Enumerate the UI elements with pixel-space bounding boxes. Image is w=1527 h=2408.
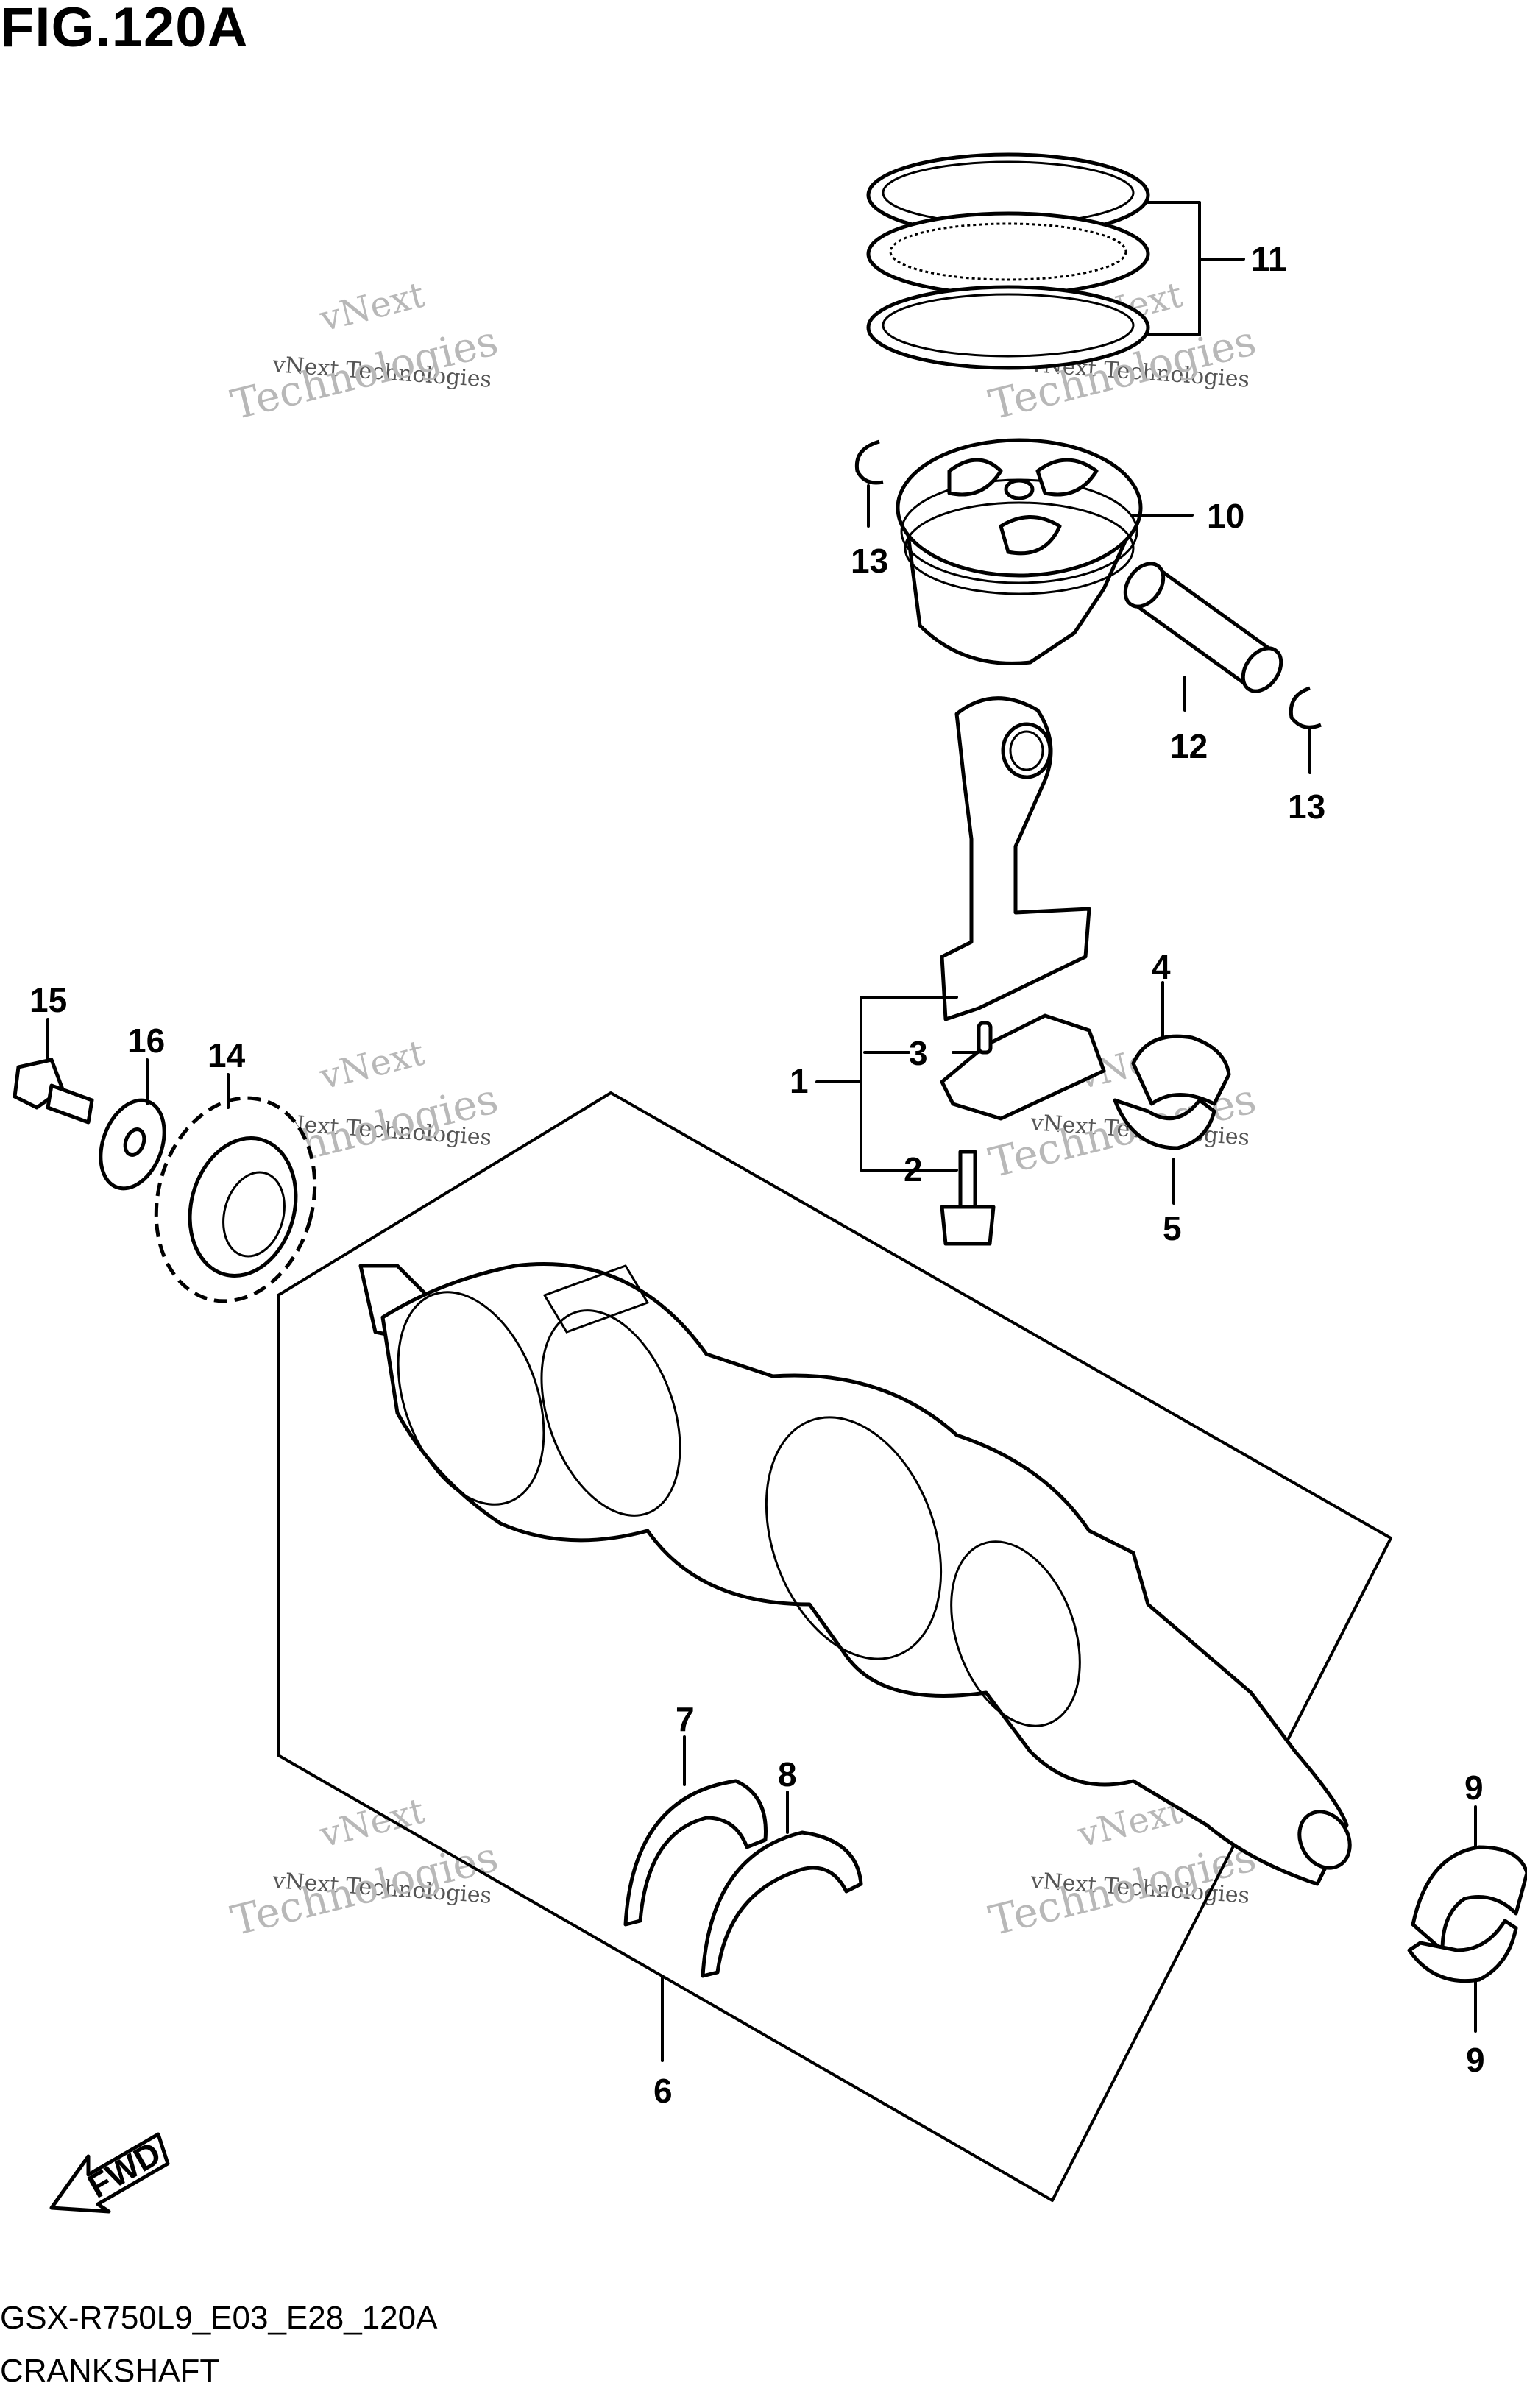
callout-labels: 11 10 13 12 13 1 3 2 4 5 15 16 14 7 8 6 … <box>29 240 1485 2110</box>
callout-9a: 9 <box>1464 1768 1484 1807</box>
piston-pin-illustration <box>1123 562 1283 693</box>
callout-5: 5 <box>1163 1209 1182 1247</box>
callout-13a: 13 <box>851 542 888 580</box>
washer-illustration <box>99 1098 166 1191</box>
callout-10: 10 <box>1207 497 1244 535</box>
callout-1: 1 <box>790 1062 809 1100</box>
thrust-bearings-illustration <box>623 1779 863 1978</box>
callout-11: 11 <box>1251 240 1287 278</box>
connecting-rod-illustration <box>940 696 1106 1121</box>
callout-2: 2 <box>904 1150 923 1189</box>
callout-4: 4 <box>1152 948 1171 986</box>
callout-7: 7 <box>676 1700 695 1738</box>
footer-model-code: GSX-R750L9_E03_E28_120A <box>0 2300 438 2336</box>
watermark-top-left: vNext vNext Technologies Technologies <box>227 274 503 429</box>
fwd-arrow: FWD <box>49 2132 170 2214</box>
figure-title: FIG.120A <box>0 0 249 59</box>
cap-bolt-illustration <box>940 1150 996 1246</box>
bolt-illustration <box>13 1058 94 1125</box>
footer-section-name: CRANKSHAFT <box>0 2353 220 2389</box>
callout-8: 8 <box>778 1755 797 1793</box>
crankshaft-assembly-box <box>277 1091 1392 2202</box>
watermark-line1: vNext <box>315 1032 428 1097</box>
sprocket-illustration <box>154 1096 317 1303</box>
watermark-line3: Technologies <box>227 317 503 430</box>
callout-12: 12 <box>1170 727 1208 765</box>
main-bearing-illustration <box>1407 1845 1527 1983</box>
callout-16: 16 <box>127 1021 165 1060</box>
piston-rings-illustration <box>866 152 1150 370</box>
callout-15: 15 <box>29 981 67 1019</box>
callout-9b: 9 <box>1466 2041 1485 2079</box>
piston-illustration <box>896 438 1143 665</box>
watermark-line1: vNext <box>315 274 428 339</box>
watermark-bottom-left: vNext vNext Technologies Technologies <box>227 1790 503 1945</box>
callout-14: 14 <box>208 1036 246 1074</box>
watermark-line3: Technologies <box>227 1833 503 1946</box>
callout-3: 3 <box>909 1034 928 1072</box>
conrod-bearings-illustration <box>1113 1034 1231 1150</box>
crankshaft-illustration <box>358 1262 1352 1886</box>
callout-6: 6 <box>653 2072 673 2110</box>
callout-13b: 13 <box>1288 787 1325 826</box>
watermark-line3: Technologies <box>985 1833 1261 1946</box>
circlip-illustration <box>854 439 1322 729</box>
watermark-line1: vNext <box>315 1790 428 1855</box>
leader-lines <box>46 201 1477 2062</box>
